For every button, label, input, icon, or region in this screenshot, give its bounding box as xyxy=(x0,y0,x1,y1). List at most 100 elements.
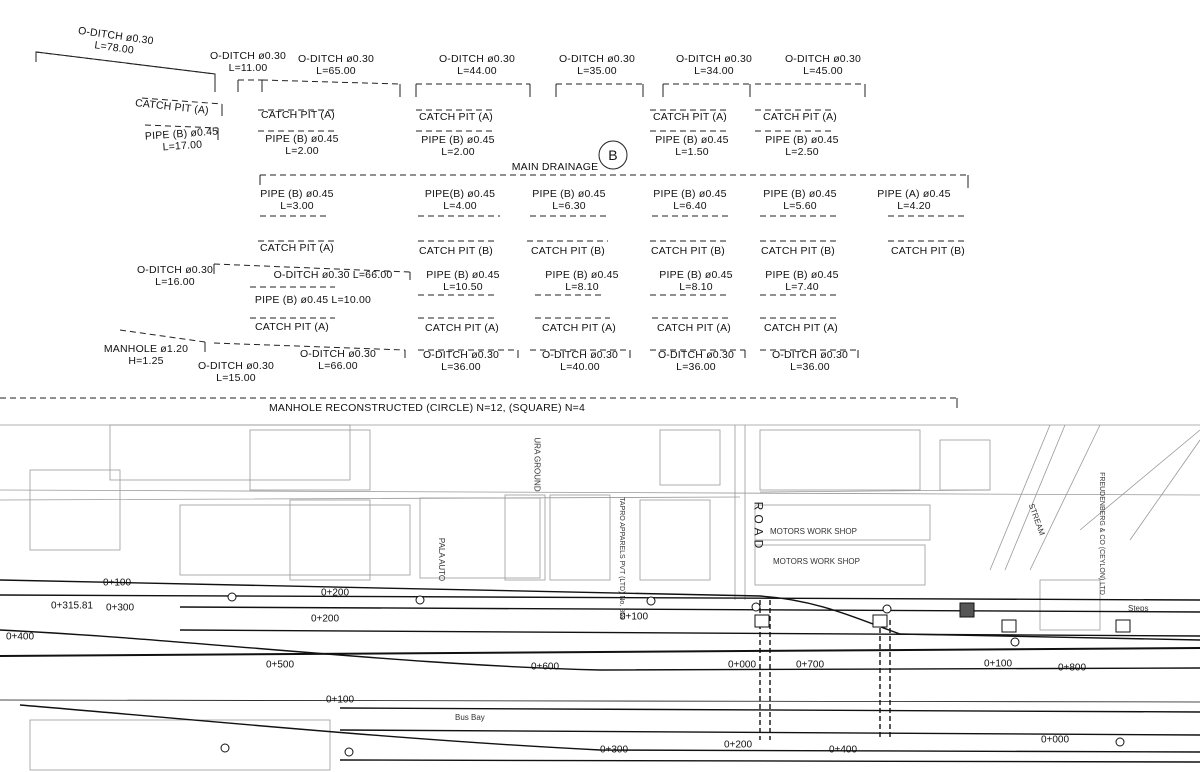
annotation-line: PIPE (B) ø0.45 xyxy=(653,188,727,200)
chainage-label: 0+200 xyxy=(320,587,350,599)
annotation-line: L=3.00 xyxy=(280,200,314,212)
annotation-line: L=44.00 xyxy=(457,65,497,77)
annotation-line: L=7.40 xyxy=(785,281,819,293)
annotation-line: CATCH PIT (A) xyxy=(255,321,329,333)
chainage-label: 0+100 xyxy=(325,694,355,706)
tapro-label: TAPRO APPARELS PVT (LTD) No. 859 xyxy=(617,497,625,620)
chainage-label: 0+300 xyxy=(105,602,135,614)
chainage-label: 0+400 xyxy=(828,744,858,756)
annotation-line: O-DITCH ø0.30 xyxy=(675,53,753,65)
annotation-line: H=1.25 xyxy=(128,355,164,367)
annotation-line: L=36.00 xyxy=(441,361,481,373)
annotation-line: L=5.60 xyxy=(783,200,817,212)
annotation-line: L=40.00 xyxy=(560,361,600,373)
chainage-label: 0+600 xyxy=(530,661,560,673)
chainage-label: 0+400 xyxy=(5,631,35,643)
annotation-line: CATCH PIT (B) xyxy=(651,245,725,257)
annotation-callout: MANHOLE RECONSTRUCTED (CIRCLE) N=12, (SQ… xyxy=(269,402,585,414)
chainage-label: 0+000 xyxy=(727,659,757,671)
annotation-line: CATCH PIT (B) xyxy=(419,245,493,257)
annotation-line: PIPE (B) ø0.45 xyxy=(655,134,729,146)
chainage-label: 0+100 xyxy=(102,577,132,589)
motors-work-shop-2: MOTORS WORK SHOP xyxy=(773,557,860,566)
annotation-line: PIPE (B) ø0.45 xyxy=(421,134,495,146)
annotation-line: O-DITCH ø0.30 xyxy=(299,348,377,360)
annotation-line: L=2.50 xyxy=(785,146,819,158)
annotation-line: L=10.50 xyxy=(443,281,483,293)
annotation-line: CATCH PIT (A) xyxy=(419,111,493,123)
bus-bay-label: Bus Bay xyxy=(455,713,485,722)
annotation-line: CATCH PIT (B) xyxy=(761,245,835,257)
annotation-line: PIPE (B) ø0.45 xyxy=(426,269,500,281)
chainage-label: 0+200 xyxy=(723,739,753,751)
annotation-line: CATCH PIT (A) xyxy=(425,322,499,334)
leader-lines xyxy=(0,51,968,399)
annotation-callout: CATCH PIT (A) xyxy=(425,322,499,334)
annotation-line: L=15.00 xyxy=(216,372,256,384)
annotation-line: PIPE (B) ø0.45 xyxy=(265,133,339,145)
annotation-line: PIPE (A) ø0.45 xyxy=(877,188,951,200)
annotation-line: L=36.00 xyxy=(790,361,830,373)
annotation-line: L=35.00 xyxy=(577,65,617,77)
annotation-line: O-DITCH ø0.30 xyxy=(136,264,214,276)
manhole-markers xyxy=(220,592,1131,757)
annotation-line: O-DITCH ø0.30 xyxy=(297,53,375,65)
annotation-line: O-DITCH ø0.30 xyxy=(422,349,500,361)
annotation-line: PIPE(B) ø0.45 xyxy=(424,188,496,200)
bracket-ends xyxy=(35,52,969,408)
annotation-line: L=4.20 xyxy=(897,200,931,212)
annotation-line: PIPE (B) ø0.45 xyxy=(659,269,733,281)
annotation-line: L=2.00 xyxy=(441,146,475,158)
annotation-line: O-DITCH ø0.30 xyxy=(438,53,516,65)
annotation-callout: CATCH PIT (A) xyxy=(261,109,335,121)
chainage-label: 0+500 xyxy=(265,659,295,671)
base-map xyxy=(0,424,1200,771)
annotation-line: CATCH PIT (A) xyxy=(764,322,838,334)
annotation-line: O-DITCH ø0.30 xyxy=(558,53,636,65)
annotation-callout: PIPE (B) ø0.45 L=10.00 xyxy=(255,294,371,306)
annotation-line: O-DITCH ø0.30 xyxy=(771,349,849,361)
annotation-line: L=6.40 xyxy=(673,200,707,212)
annotation-line: O-DITCH ø0.30 xyxy=(541,349,619,361)
annotation-callout: CATCH PIT (B) xyxy=(891,245,965,257)
steps-label: Steps xyxy=(1128,604,1149,613)
chainage-label: 0+800 xyxy=(1057,662,1087,674)
annotation-line: O-DITCH ø0.30 xyxy=(197,360,275,372)
annotation-line: L=8.10 xyxy=(679,281,713,293)
annotation-line: L=45.00 xyxy=(803,65,843,77)
annotation-line: MANHOLE ø1.20 xyxy=(103,343,189,355)
annotation-line: CATCH PIT (A) xyxy=(260,242,334,254)
annotation-line: PIPE (B) ø0.45 xyxy=(763,188,837,200)
annotation-callout: CATCH PIT (A) xyxy=(419,111,493,123)
chainage-label: 0+000 xyxy=(1040,734,1070,746)
annotation-line: O-DITCH ø0.30 L=66.00 xyxy=(273,269,393,281)
annotation-callout: CATCH PIT (B) xyxy=(651,245,725,257)
annotation-line: L=2.00 xyxy=(285,145,319,157)
annotation-line: L=4.00 xyxy=(443,200,477,212)
road-label: ROAD xyxy=(751,501,766,553)
annotation-callout: CATCH PIT (A) xyxy=(255,321,329,333)
annotation-line: L=8.10 xyxy=(565,281,599,293)
chainage-label: 0+700 xyxy=(795,659,825,671)
annotation-callout: CATCH PIT (B) xyxy=(531,245,605,257)
